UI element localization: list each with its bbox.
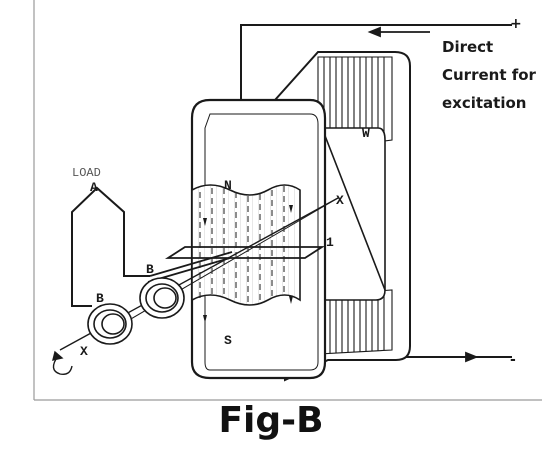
slip-ring-lower [87,303,133,345]
load-circuit [71,186,150,307]
minus-terminal: - [510,352,516,368]
coil-label-1: 1 [326,235,334,250]
field-winding-top [317,56,393,151]
figure-caption: Fig-B [218,400,324,441]
dc-label-line2: Current for [442,66,537,84]
flux-arrows [203,205,293,323]
dc-label-line3: excitation [442,94,526,112]
axis-x-lower: X [80,344,88,359]
panel-border [33,0,542,401]
plus-terminal: + [510,16,522,32]
pole-gap [191,184,301,306]
pole-s-label: S [224,333,232,348]
current-arrows [367,26,479,363]
load-terminal-a: A [90,180,98,195]
brush-b-upper: B [146,262,154,277]
axis-x-upper: X [336,193,344,208]
rotation-arrow [52,350,73,376]
brush-b-lower: B [96,291,104,306]
dc-label-line1: Direct [442,38,493,56]
winding-w-label: W [362,126,370,141]
slip-ring-upper [139,277,185,319]
pole-n-label: N [224,178,232,193]
load-label: LOAD [72,166,101,180]
